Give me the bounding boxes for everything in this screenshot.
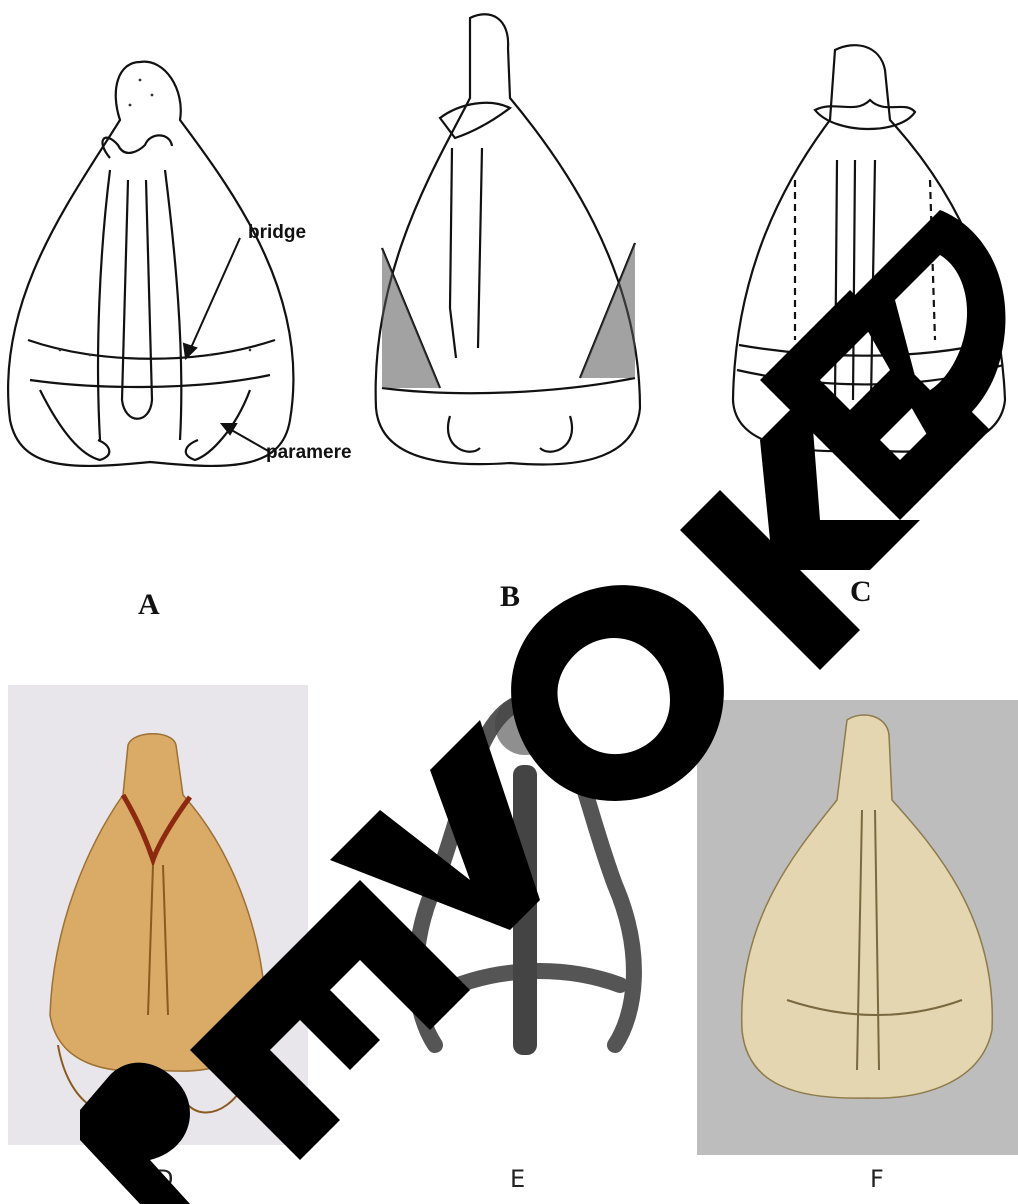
photo-d-specimen	[8, 685, 308, 1145]
photo-f	[697, 700, 1018, 1155]
revoked-watermark-text: REVOKED	[0, 0, 1, 1]
drawing-c	[725, 40, 1015, 460]
panel-label-d: D	[155, 1165, 173, 1193]
bridge-label: bridge	[248, 222, 306, 244]
drawing-b	[360, 8, 660, 478]
panel-label-e: E	[510, 1165, 525, 1193]
drawing-b-svg	[360, 8, 660, 478]
panel-label-b: B	[500, 580, 520, 614]
photo-d	[8, 685, 308, 1145]
paramere-label: paramere	[266, 442, 352, 464]
panel-label-f: F	[870, 1165, 884, 1193]
panel-label-c: C	[850, 575, 872, 609]
drawing-c-svg	[725, 40, 1015, 460]
photo-e	[375, 685, 675, 1075]
photo-f-specimen	[697, 700, 1018, 1155]
drawing-a-svg	[0, 50, 310, 480]
panel-label-a: A	[138, 588, 160, 622]
photo-e-specimen	[375, 685, 675, 1075]
drawing-a: bridge paramere	[0, 50, 310, 480]
